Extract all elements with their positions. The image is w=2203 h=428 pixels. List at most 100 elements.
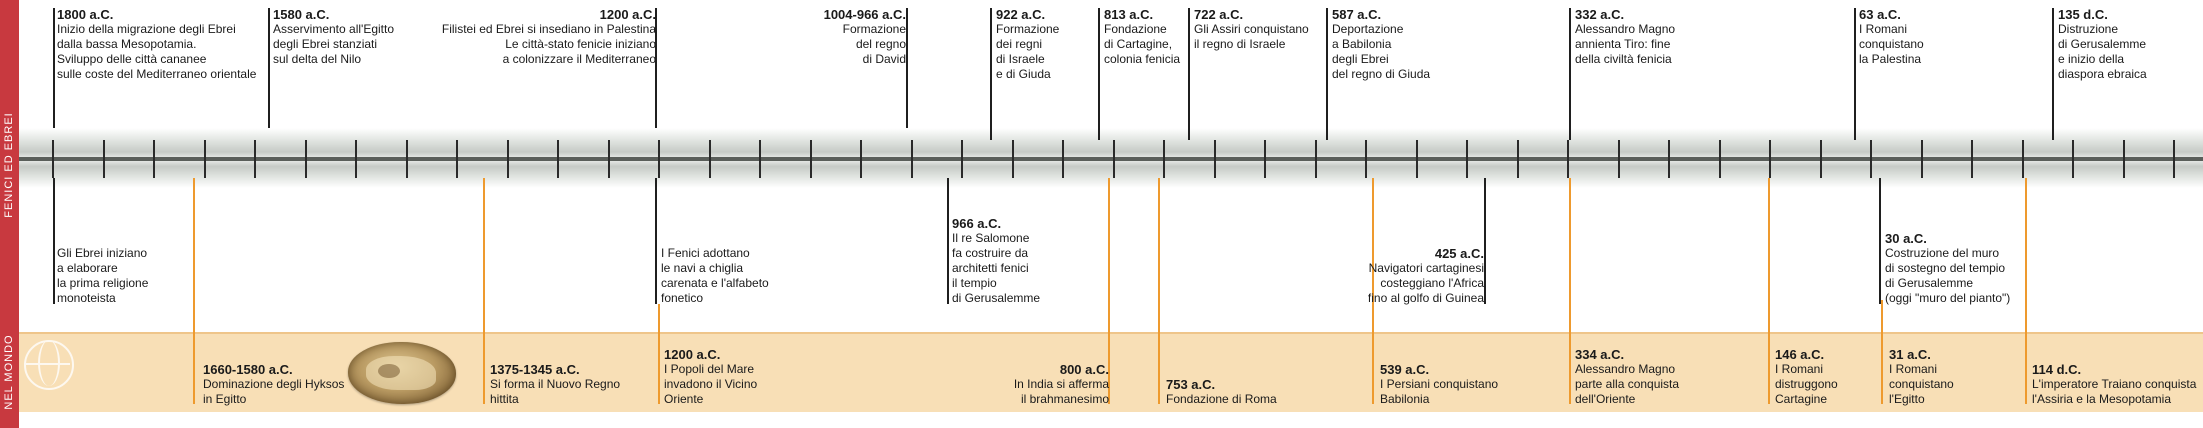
timeline-tick [1466, 140, 1468, 178]
world-connector-line [658, 304, 660, 404]
world-connector-line [1569, 178, 1571, 404]
world-connector-line [1768, 178, 1770, 404]
top-event: 722 a.C.Gli Assiri conquistano il regno … [1194, 7, 1309, 51]
event-connector-line [1326, 8, 1328, 140]
event-connector-line [1188, 8, 1190, 140]
middle-event: 30 a.C.Costruzione del muro di sostegno … [1885, 231, 2011, 305]
timeline-tick [1820, 140, 1822, 178]
timeline-tick [1365, 140, 1367, 178]
top-event: 1580 a.C.Asservimento all'Egitto degli E… [273, 7, 395, 66]
top-event: 1200 a.C.Filistei ed Ebrei si insediano … [441, 7, 656, 66]
timeline-tick [103, 140, 105, 178]
top-event: 135 d.C.Distruzione di Gerusalemme e ini… [2058, 7, 2147, 81]
timeline-tick [153, 140, 155, 178]
world-band-edge [19, 332, 2203, 334]
timeline-tick [1921, 140, 1923, 178]
world-event: 800 a.C.In India si afferma il brahmanes… [1013, 362, 1109, 406]
timeline-tick [1416, 140, 1418, 178]
event-connector-line [268, 8, 270, 128]
timeline-tick [52, 140, 54, 178]
side-label-bottom: NEL MONDO [3, 334, 15, 410]
event-connector-line [655, 178, 657, 304]
world-connector-line [1158, 178, 1160, 404]
timeline-tick [709, 140, 711, 178]
middle-event: 425 a.C.Navigatori cartaginesi costeggia… [1367, 246, 1484, 305]
timeline-tick [557, 140, 559, 178]
world-connector-line [1108, 178, 1110, 404]
timeline-tick [1264, 140, 1266, 178]
event-connector-line [1484, 178, 1486, 304]
timeline-tick [1668, 140, 1670, 178]
timeline-tick [2072, 140, 2074, 178]
world-connector-line [1372, 178, 1374, 404]
timeline-tick [1062, 140, 1064, 178]
timeline-tick [1315, 140, 1317, 178]
timeline-tick [1113, 140, 1115, 178]
event-connector-line [947, 178, 949, 304]
timeline-tick [1012, 140, 1014, 178]
top-event: 63 a.C.I Romani conquistano la Palestina [1859, 7, 1924, 66]
timeline-tick [1567, 140, 1569, 178]
world-band [19, 334, 2203, 412]
world-globe-icon [24, 340, 74, 390]
timeline-tick [355, 140, 357, 178]
timeline-tick [1163, 140, 1165, 178]
timeline-tick [1618, 140, 1620, 178]
world-event: 114 d.C.L'imperatore Traiano conquista l… [2032, 362, 2197, 406]
timeline-tick [810, 140, 812, 178]
world-event: 753 a.C.Fondazione di Roma [1166, 377, 1277, 406]
middle-event: Gli Ebrei iniziano a elaborare la prima … [57, 246, 149, 305]
timeline-tick [2123, 140, 2125, 178]
timeline-tick [456, 140, 458, 178]
world-connector-line [1881, 300, 1883, 404]
event-connector-line [53, 8, 55, 128]
timeline-tick [507, 140, 509, 178]
event-connector-line [906, 8, 908, 128]
event-connector-line [655, 8, 657, 128]
world-connector-line [2025, 178, 2027, 404]
timeline-tick [406, 140, 408, 178]
top-event: 1800 a.C.Inizio della migrazione degli E… [57, 7, 257, 81]
middle-event: I Fenici adottano le navi a chiglia care… [661, 246, 769, 305]
world-event: 1660-1580 a.C.Dominazione degli Hyksos i… [203, 362, 345, 406]
event-connector-line [1569, 8, 1571, 140]
middle-event: 966 a.C.Il re Salomone fa costruire da a… [952, 216, 1041, 305]
timeline-tick [608, 140, 610, 178]
top-event: 332 a.C.Alessandro Magno annienta Tiro: … [1575, 7, 1676, 66]
top-event: 922 a.C.Formazione dei regni di Israele … [996, 7, 1060, 81]
world-connector-line [483, 178, 485, 404]
event-connector-line [53, 178, 55, 304]
timeline-tick [1971, 140, 1973, 178]
event-connector-line [1098, 8, 1100, 140]
timeline-tick [961, 140, 963, 178]
world-event: 146 a.C.I Romani distruggono Cartagine [1775, 347, 1838, 406]
top-event: 587 a.C.Deportazione a Babilonia degli E… [1332, 7, 1431, 81]
timeline-tick [254, 140, 256, 178]
timeline-tick [2022, 140, 2024, 178]
top-event: 813 a.C.Fondazione di Cartagine, colonia… [1104, 7, 1181, 66]
timeline-tick [1870, 140, 1872, 178]
world-connector-line [193, 178, 195, 404]
scarab-seal-image [348, 342, 456, 404]
world-event: 334 a.C.Alessandro Magno parte alla conq… [1575, 347, 1680, 406]
world-event: 31 a.C.I Romani conquistano l'Egitto [1889, 347, 1954, 406]
event-connector-line [990, 8, 992, 140]
timeline-tick [759, 140, 761, 178]
timeline-tick [204, 140, 206, 178]
event-connector-line [2052, 8, 2054, 140]
timeline-tick [860, 140, 862, 178]
timeline-tick [1214, 140, 1216, 178]
side-bar [0, 0, 19, 428]
timeline-tick [911, 140, 913, 178]
event-connector-line [1854, 8, 1856, 140]
timeline-axis [19, 157, 2203, 161]
world-event: 1375-1345 a.C.Si forma il Nuovo Regno hi… [490, 362, 621, 406]
timeline-tick [658, 140, 660, 178]
timeline-tick [1769, 140, 1771, 178]
event-connector-line [1879, 178, 1881, 304]
timeline-tick [1719, 140, 1721, 178]
world-event: 539 a.C.I Persiani conquistano Babilonia [1380, 362, 1499, 406]
timeline-tick [1517, 140, 1519, 178]
side-label-top: FENICI ED EBREI [3, 112, 15, 218]
